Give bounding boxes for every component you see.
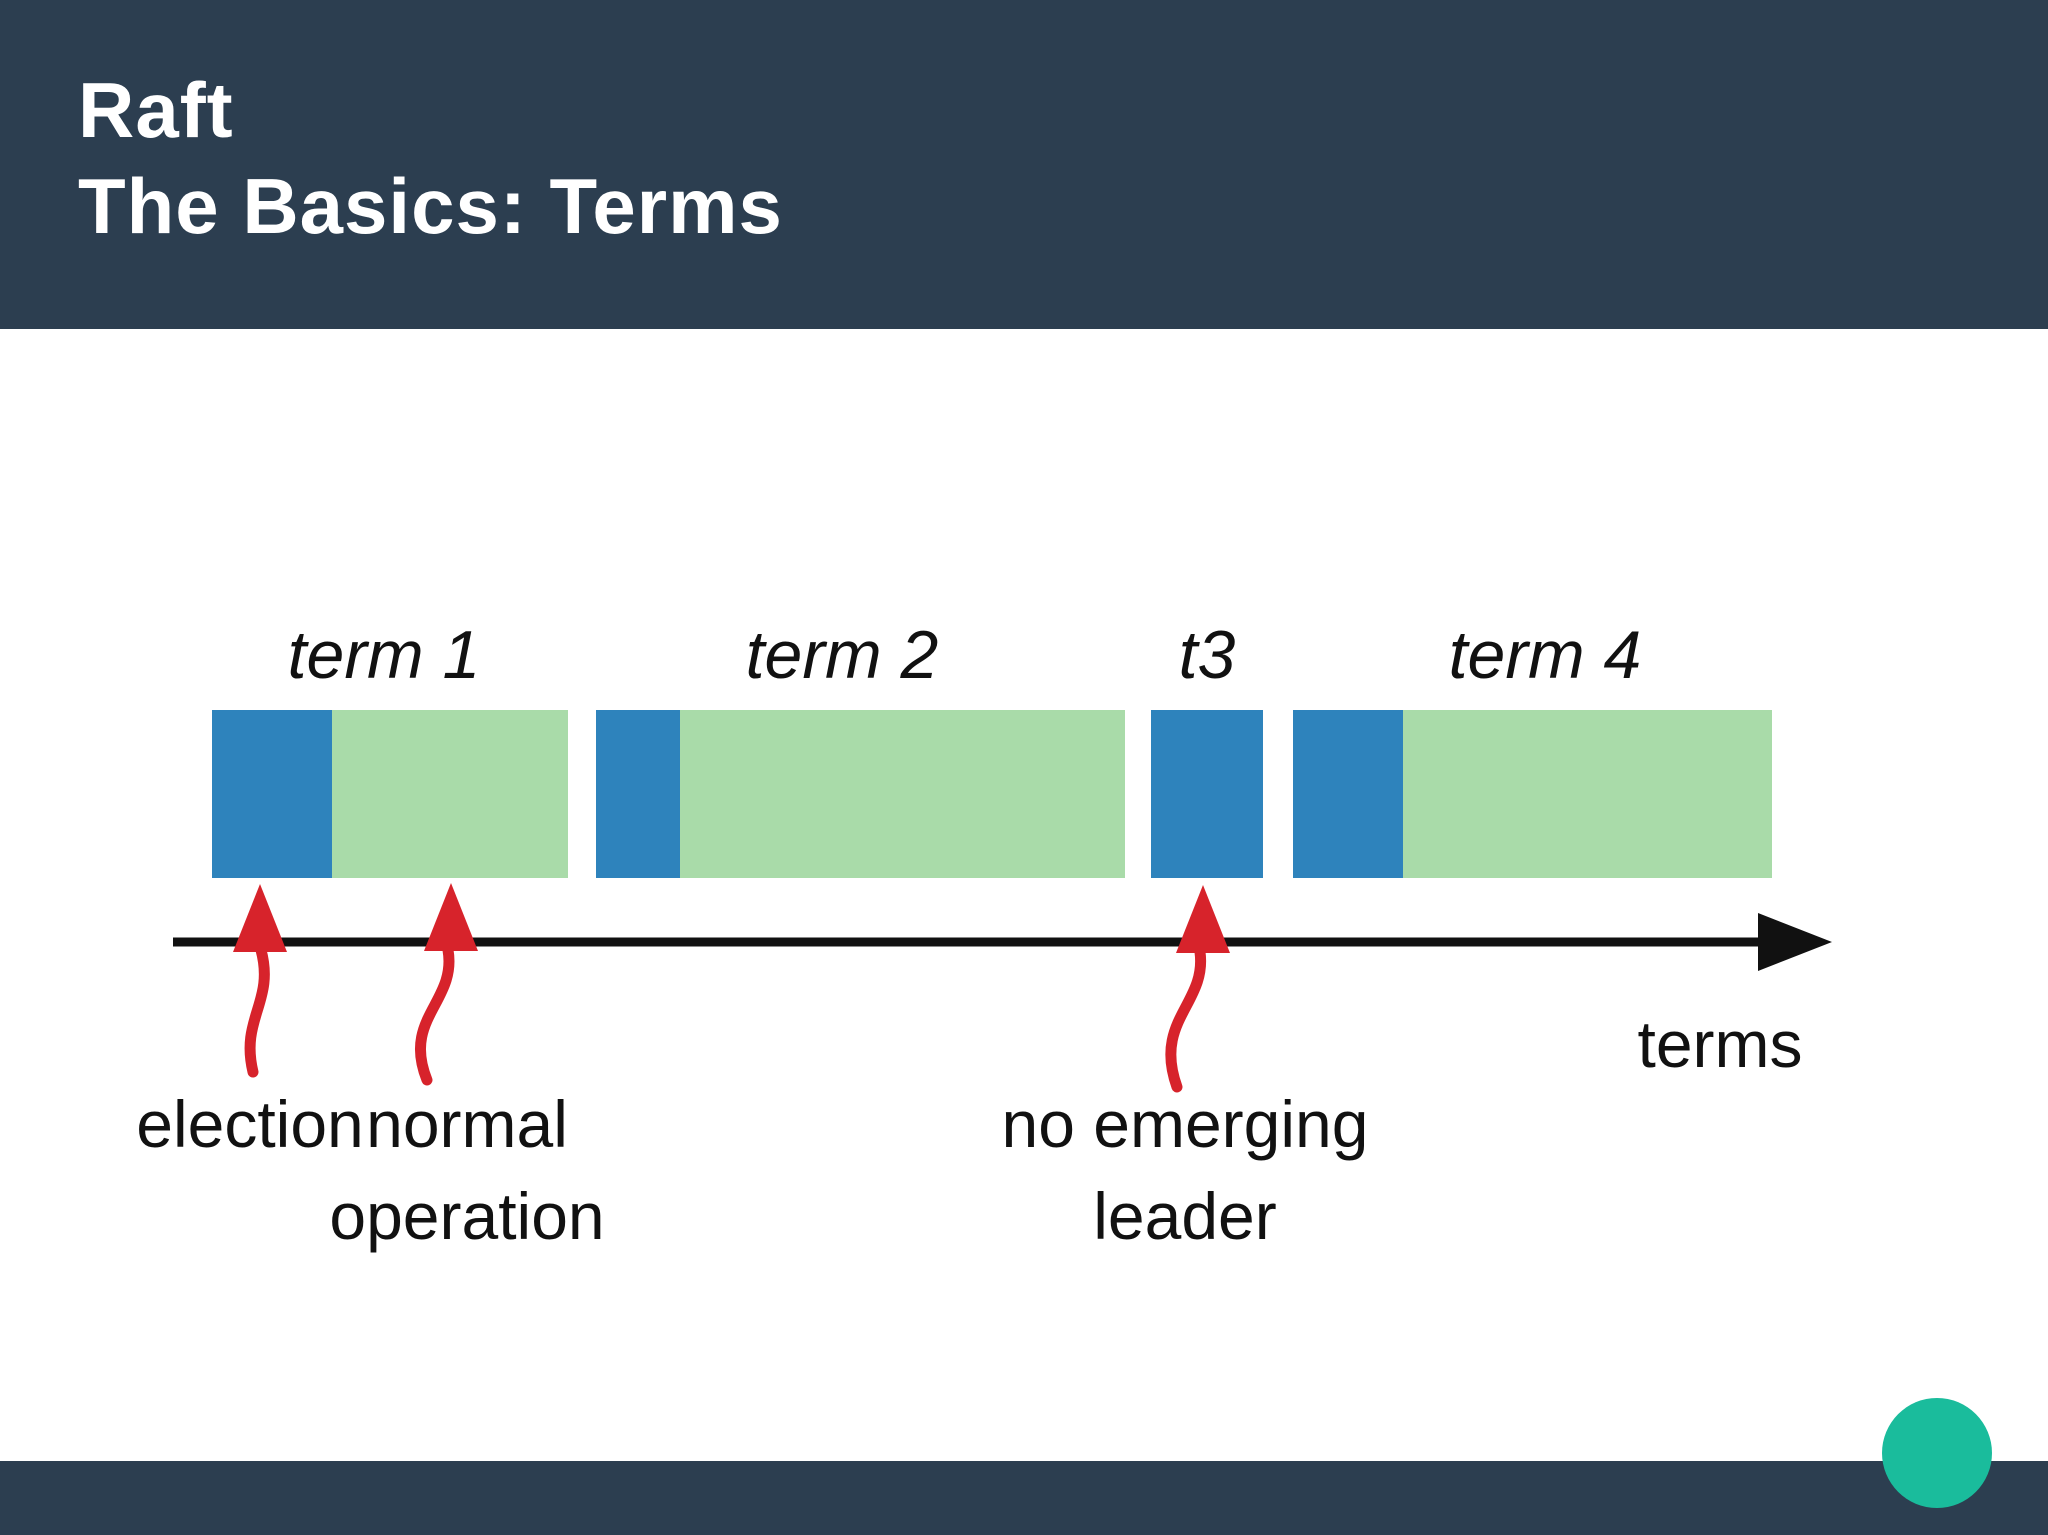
annotation-election: election [136, 1078, 364, 1170]
term-bar-4 [1293, 710, 1772, 878]
annotation-normal-line2: operation [329, 1179, 605, 1253]
axis-label-terms: terms [1637, 1007, 1803, 1081]
election-arrow-shaft [244, 944, 270, 1078]
slide-header: Raft The Basics: Terms [0, 0, 2048, 329]
segment-normal [680, 710, 1125, 878]
segment-normal [332, 710, 568, 878]
no-leader-arrow-head-icon [1176, 885, 1230, 953]
term-bar-2 [596, 710, 1125, 878]
annotation-noleader-line2: leader [1093, 1179, 1277, 1253]
slide-title: Raft The Basics: Terms [78, 62, 2048, 254]
slide-footer [0, 1461, 2048, 1535]
segment-election [1293, 710, 1403, 878]
accent-circle-icon [1882, 1398, 1992, 1508]
no-leader-arrow-shaft [1165, 946, 1207, 1093]
annotation-noleader-line1: no emerging [1001, 1087, 1369, 1161]
slide-title-line1: Raft [78, 66, 234, 154]
normal-operation-arrow-head-icon [424, 883, 478, 951]
normal-operation-arrow-shaft [415, 944, 455, 1086]
segment-election [212, 710, 332, 878]
slide-title-line2: The Basics: Terms [78, 162, 783, 250]
annotation-normal-line1: normal [366, 1087, 568, 1161]
term-label-2: term 2 [745, 617, 939, 693]
term-bar-1 [212, 710, 568, 878]
term-label-3: t3 [1178, 617, 1236, 693]
segment-election [1151, 710, 1263, 878]
term-label-4: term 4 [1448, 617, 1642, 693]
term-label-1: term 1 [287, 617, 481, 693]
annotation-election-text: election [136, 1087, 364, 1161]
annotation-no-emerging-leader: no emerging leader [1002, 1078, 1369, 1262]
timeline-arrowhead-icon [1758, 913, 1832, 971]
election-arrow-head-icon [233, 884, 287, 952]
segment-normal [1403, 710, 1772, 878]
term-bar-3 [1151, 710, 1263, 878]
segment-election [596, 710, 680, 878]
annotation-normal-operation: normal operation [329, 1078, 604, 1262]
